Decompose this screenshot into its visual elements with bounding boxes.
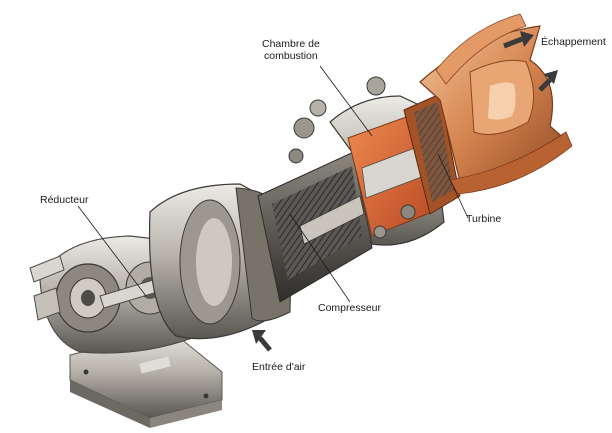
exhaust-arrow-upper	[503, 31, 534, 49]
leader-reducteur	[77, 205, 147, 297]
exhaust	[419, 13, 573, 195]
exhaust-arrow-lower	[538, 70, 558, 92]
leader-chambre	[319, 65, 373, 137]
label-entree-air: Entrée d'air	[252, 361, 306, 373]
label-compresseur: Compresseur	[318, 302, 382, 314]
flow-arrows	[252, 31, 558, 352]
label-echappement: Échappement	[541, 36, 606, 48]
turbine	[403, 93, 461, 215]
leader-lines	[77, 65, 469, 303]
air-inlet-arrow	[252, 330, 272, 352]
label-chambre-combustion: Chambre de combustion	[262, 38, 320, 62]
leader-compresseur	[289, 213, 351, 303]
label-reducteur: Réducteur	[40, 194, 89, 206]
leader-turbine	[437, 153, 469, 219]
compressor	[257, 149, 373, 303]
label-turbine: Turbine	[466, 213, 502, 225]
